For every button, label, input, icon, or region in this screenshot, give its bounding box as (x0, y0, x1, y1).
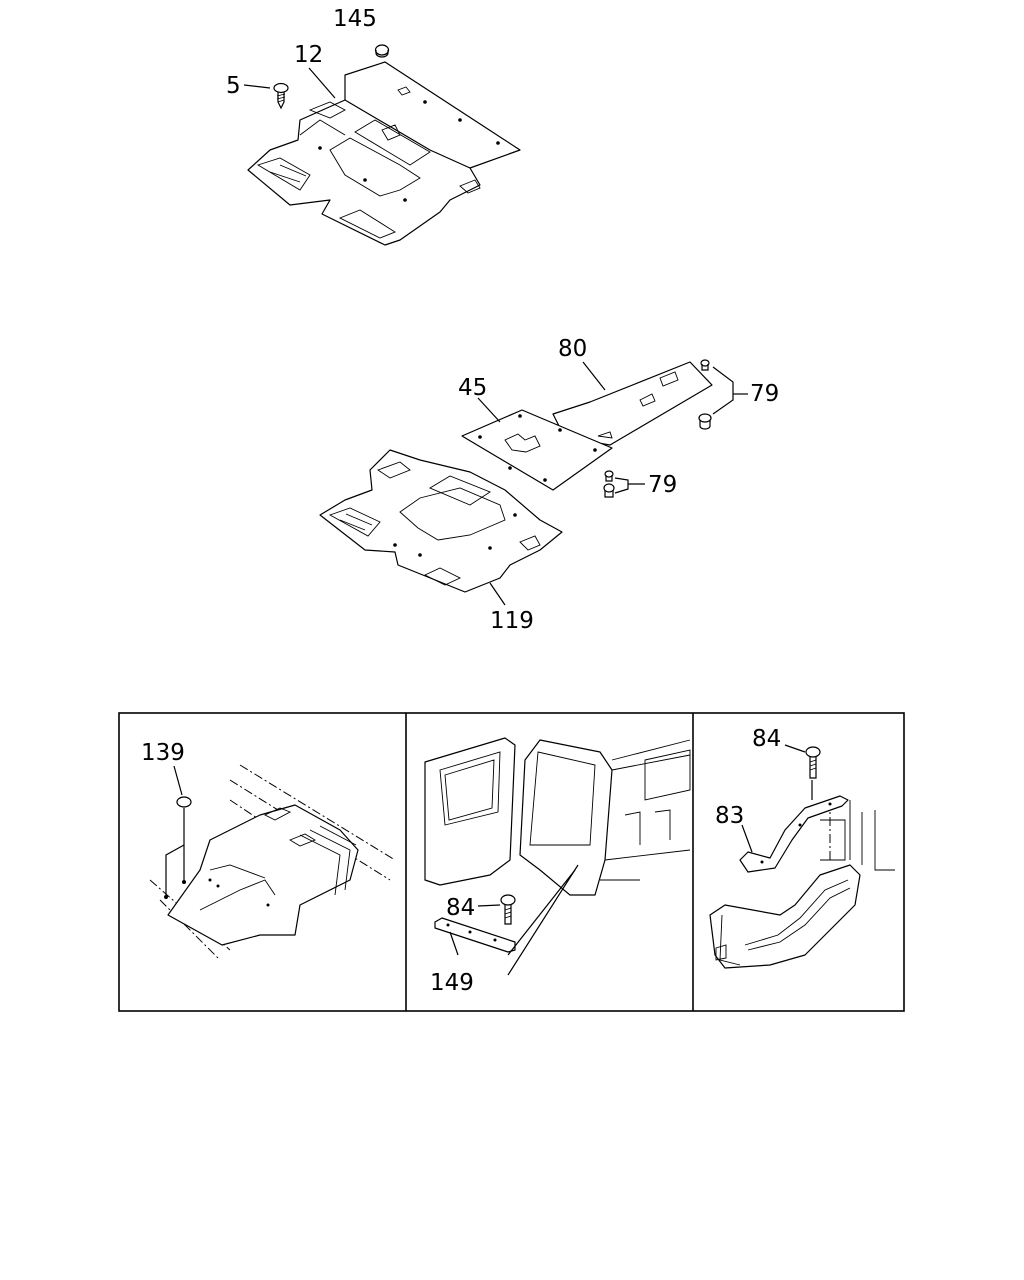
callout-79-lower: 79 (648, 472, 677, 498)
callout-145: 145 (333, 6, 377, 32)
callout-84-right: 84 (752, 726, 781, 752)
callout-149: 149 (430, 970, 474, 996)
callout-45: 45 (458, 375, 487, 401)
detail-center-door-sill-view (424, 737, 691, 976)
callout-84-center: 84 (446, 895, 475, 921)
detail-left-grommet-view (149, 764, 396, 961)
detail-right-bracket-view (709, 744, 895, 969)
detail-frame (118, 712, 905, 1012)
floor-insulator-assembly-top (243, 44, 521, 246)
callout-79-upper: 79 (750, 381, 779, 407)
callout-80: 80 (558, 336, 587, 362)
callout-83: 83 (715, 803, 744, 829)
callout-119: 119 (490, 608, 534, 634)
callout-12: 12 (294, 42, 323, 68)
floor-insulator-assembly-middle (319, 359, 748, 606)
callout-5: 5 (226, 73, 241, 99)
callout-139: 139 (141, 740, 185, 766)
